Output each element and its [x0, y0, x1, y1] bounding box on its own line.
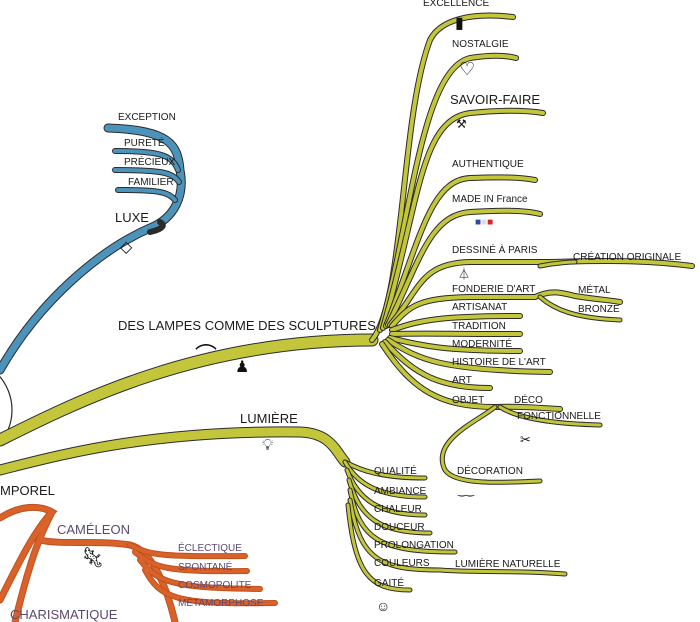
- node-bronze: BRONZE: [578, 304, 620, 315]
- smiley-icon: ☺: [376, 598, 391, 614]
- central-node: [0, 375, 13, 445]
- green-branch-line: [343, 460, 427, 499]
- node-chaleur: CHALEUR: [374, 504, 422, 515]
- node-objet: OBJET: [452, 395, 485, 406]
- node-gaite: GAITÉ: [374, 578, 405, 589]
- node-deco: DÉCO: [514, 395, 543, 406]
- node-authentique: AUTHENTIQUE: [452, 159, 524, 170]
- node-cosmopolite: COSMOPOLITE: [178, 580, 252, 591]
- chameleon-icon: 🦎︎: [80, 547, 106, 569]
- sewing-machine-icon: ✂: [520, 432, 531, 447]
- green-branch-line: [0, 334, 378, 446]
- eiffel-tower-icon: ⏃: [458, 267, 471, 281]
- green-branch-line: [388, 336, 522, 353]
- green-branch-line: [538, 260, 577, 268]
- node-decoration: DÉCORATION: [457, 466, 523, 477]
- branch-luxe: [0, 123, 186, 375]
- diamond-icon: ◇: [120, 239, 133, 256]
- green-branch-line: [348, 498, 567, 576]
- green-branch-line: [388, 259, 694, 327]
- node-metal: MÉTAL: [578, 285, 611, 296]
- green-branch-line: [381, 108, 545, 330]
- node-precieux: PRÉCIEUX: [124, 157, 176, 168]
- node-made-in-france: MADE IN France: [452, 194, 528, 205]
- node-cameleon: CAMÉLEON: [57, 522, 130, 537]
- node-nostalgie: NOSTALGIE: [452, 39, 509, 50]
- light-bulb-icon: 💡︎: [262, 437, 274, 454]
- node-creation-originale: CRÉATION ORIGINALE: [573, 252, 682, 263]
- node-eclectique: ÉCLECTIQUE: [178, 543, 242, 554]
- book-icon: ▮: [455, 15, 464, 32]
- node-lumiere: LUMIÈRE: [240, 411, 298, 426]
- node-excellence: EXCELLENCE: [423, 0, 490, 9]
- green-branch-line: [386, 338, 552, 374]
- node-savoir-faire: SAVOIR-FAIRE: [450, 92, 541, 107]
- branch-cameleon: [0, 503, 278, 622]
- node-metamorphose: MÉTAMORPHOSE: [178, 598, 264, 609]
- node-purete: PURETÉ: [124, 138, 165, 149]
- statue-icon: ♟: [235, 359, 250, 376]
- green-branch-line: [0, 333, 379, 447]
- node-label-partial: MPOREL: [0, 483, 55, 498]
- green-branch-line: [346, 503, 412, 592]
- clock-heart-icon: ♡: [459, 59, 476, 79]
- node-lampes: DES LAMPES COMME DES SCULPTURES: [118, 318, 376, 333]
- node-qualite: QUALITÉ: [374, 466, 417, 477]
- node-ambiance: AMBIANCE: [374, 486, 427, 497]
- green-branch-line: [378, 53, 518, 332]
- node-fonctionnelle: FONCTIONNELLE: [517, 411, 601, 422]
- branch-lampes: [0, 12, 695, 593]
- green-branch-line: [0, 427, 350, 475]
- green-branch-line: [390, 290, 622, 328]
- node-prolongation: PROLONGATION: [374, 540, 454, 551]
- node-modernite: MODERNITÉ: [452, 339, 512, 350]
- green-branch-line: [347, 478, 432, 535]
- node-couleurs: COULEURS: [374, 558, 430, 569]
- green-branch-line: [383, 340, 492, 390]
- node-spontane: SPONTANÉ: [178, 562, 233, 573]
- green-branch-line: [343, 460, 427, 480]
- green-branch-line: [390, 314, 522, 332]
- green-branch-line: [498, 405, 602, 427]
- node-exception: EXCEPTION: [118, 112, 176, 123]
- node-label-charismatique: CHARISMATIQUE: [10, 607, 118, 622]
- node-fonderie: FONDERIE D'ART: [452, 284, 536, 295]
- eye-lashes-icon: ‿‿: [458, 486, 475, 497]
- node-dessine-a-paris: DESSINÉ À PARIS: [452, 245, 538, 256]
- node-artisanat: ARTISANAT: [452, 302, 508, 313]
- french-flag-icon: ■■■: [475, 217, 494, 228]
- green-branch-line: [440, 405, 542, 484]
- desk-lamp-icon: ⌒: [195, 343, 218, 368]
- green-branch-line: [538, 295, 622, 322]
- node-douceur: DOUCEUR: [374, 522, 425, 533]
- green-branch-line: [348, 488, 457, 554]
- green-branch-line: [386, 208, 542, 327]
- craftsman-icon: ⚒: [456, 117, 467, 131]
- node-tradition: TRADITION: [452, 321, 506, 332]
- node-histoire: HISTOIRE DE L'ART: [452, 357, 546, 368]
- node-lumiere-naturelle: LUMIÈRE NATURELLE: [455, 559, 561, 570]
- green-branch-line: [384, 175, 537, 328]
- node-art: ART: [452, 375, 472, 386]
- green-branch-line: [380, 342, 562, 411]
- node-luxe: LUXE: [115, 210, 149, 225]
- node-familier: FAMILIER: [128, 177, 174, 188]
